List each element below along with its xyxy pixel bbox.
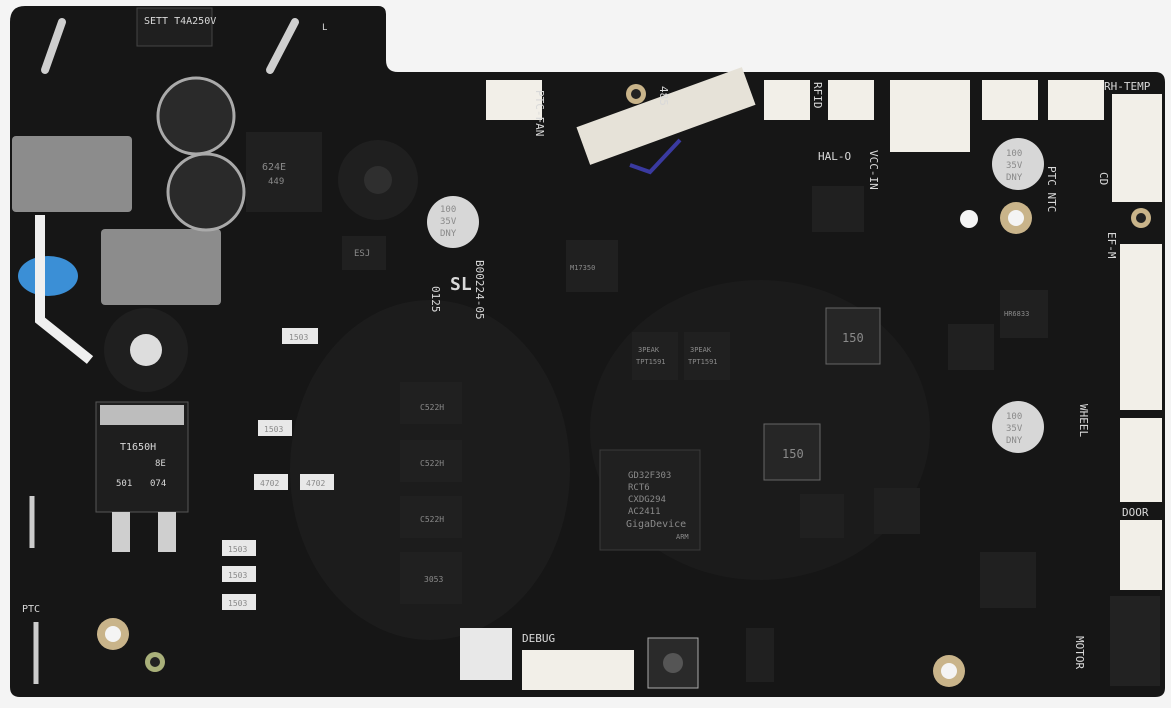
chip-f: HR6833 — [1004, 310, 1029, 318]
label-485: 485 — [657, 86, 670, 106]
label-wheel: WHEEL — [1077, 404, 1090, 437]
inductor-2: 150 — [782, 447, 804, 461]
mcu-2: RCT6 — [628, 483, 650, 493]
chip-b-2: TPT1591 — [636, 358, 666, 366]
res-1: 1503 — [289, 333, 308, 342]
transistor-label-4: 074 — [150, 479, 166, 489]
inductor — [825, 307, 881, 365]
chip-a-2: 449 — [268, 177, 284, 187]
label-vcc-in: VCC-IN — [867, 150, 880, 190]
chip-3peak — [684, 332, 730, 380]
fuse — [136, 7, 213, 47]
chip-d: ESJ — [354, 249, 370, 259]
ribbon-connector — [576, 67, 756, 165]
chip — [812, 186, 864, 232]
chip-esj — [342, 236, 386, 270]
mcu-5: GigaDevice — [626, 519, 686, 530]
transistor-label-3: 501 — [116, 479, 132, 489]
chip-c-1: 3PEAK — [690, 346, 712, 354]
cap-label-2: 35V — [440, 217, 457, 227]
mcu-3: CXDG294 — [628, 495, 666, 505]
transistor-label-1: T1650H — [120, 442, 156, 453]
electrolytic-capacitors — [104, 76, 418, 392]
chip-624e — [246, 132, 322, 212]
capacitor — [427, 196, 479, 248]
opto-4: 3053 — [424, 575, 443, 584]
mounting-holes — [97, 84, 1151, 687]
label-debug: DEBUG — [522, 632, 555, 645]
cap-right2-3: DNY — [1006, 436, 1023, 446]
relay — [101, 229, 221, 305]
label-ef-m: EF-M — [1105, 232, 1118, 259]
chip — [980, 552, 1036, 608]
label-hal-o: HAL-O — [818, 150, 851, 163]
chip — [948, 324, 994, 370]
chip-b-1: 3PEAK — [638, 346, 660, 354]
connectors-top — [486, 80, 1104, 152]
cap-right-2: 35V — [1006, 161, 1023, 171]
label-ptc: PTC — [22, 604, 40, 615]
ac-terminal-n — [41, 18, 66, 74]
logo-sl: SL — [450, 274, 472, 295]
ac-terminal-l — [266, 18, 299, 74]
label-l: L — [322, 23, 327, 33]
board-id: B00224-05 — [473, 260, 486, 320]
varistor — [18, 256, 78, 296]
chip-hr6833 — [1000, 290, 1048, 338]
opto-2: C522H — [420, 459, 444, 468]
res-5: 1503 — [228, 599, 247, 608]
res-3: 1503 — [228, 545, 247, 554]
capacitor — [992, 401, 1044, 453]
connectors-right — [1110, 94, 1162, 686]
chip-a-1: 624E — [262, 162, 286, 173]
ink-check-mark — [629, 138, 682, 175]
cap-right2-2: 35V — [1006, 424, 1023, 434]
cap-label-1: 100 — [440, 205, 456, 215]
opto-1: C522H — [420, 403, 444, 412]
res-6: 4702 — [260, 479, 279, 488]
chip-g: M17350 — [570, 264, 595, 272]
chip-m17350 — [566, 240, 618, 292]
res-7: 4702 — [306, 479, 325, 488]
debug-connector — [522, 650, 634, 690]
transistor-label-2: 8E — [155, 459, 166, 469]
mcu-6: ARM — [676, 533, 689, 541]
inductor-1: 150 — [842, 331, 864, 345]
chip — [746, 628, 774, 682]
mcu-4: AC2411 — [628, 507, 661, 517]
label-ptc-fan: PTC-FAN — [533, 90, 546, 136]
chip — [874, 488, 920, 534]
wire — [35, 215, 94, 364]
inductor — [763, 423, 821, 481]
res-4: 1503 — [228, 571, 247, 580]
resistors — [222, 328, 334, 610]
label-rfid: RFID — [811, 82, 824, 109]
mcu-1: GD32F303 — [628, 471, 671, 481]
label-rh-temp: RH-TEMP — [1104, 80, 1151, 93]
label-ptc-ntc: PTC NTC — [1045, 166, 1058, 212]
cap-label-3: DNY — [440, 229, 457, 239]
mcu-chip — [599, 449, 701, 551]
cap-right-1: 100 — [1006, 149, 1022, 159]
cap-right-3: DNY — [1006, 173, 1023, 183]
board-id-2: 0125 — [429, 286, 442, 313]
label-motor: MOTOR — [1073, 636, 1086, 669]
label-cd: CD — [1097, 172, 1110, 185]
res-2: 1503 — [264, 425, 283, 434]
qr-code — [460, 628, 512, 680]
label-door: DOOR — [1122, 506, 1149, 519]
cap-right2-1: 100 — [1006, 412, 1022, 422]
capacitor — [992, 138, 1044, 190]
optocouplers — [400, 382, 462, 604]
chip — [800, 494, 844, 538]
chip-c-2: TPT1591 — [688, 358, 718, 366]
chip-3peak — [632, 332, 678, 380]
opto-3: C522H — [420, 515, 444, 524]
fuse-label: SETT T4A250V — [144, 16, 216, 27]
relay — [12, 136, 132, 212]
